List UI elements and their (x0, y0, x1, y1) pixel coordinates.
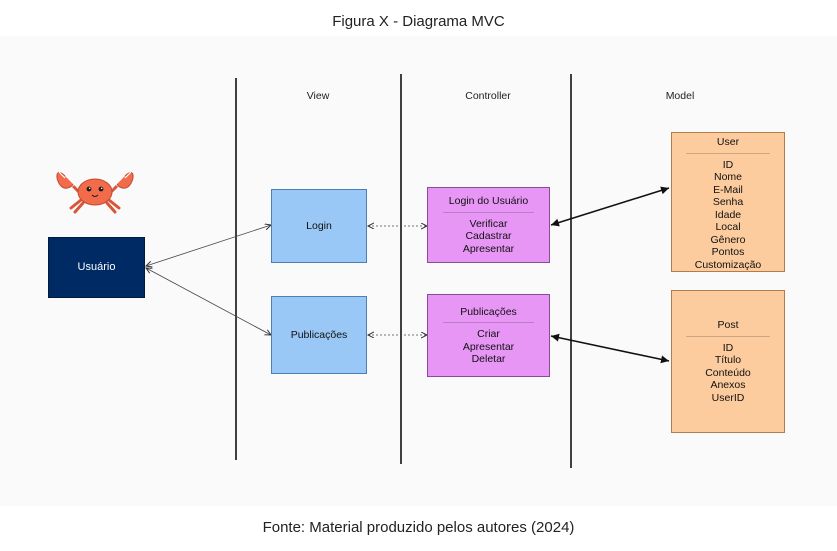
view-box-login: Login (271, 189, 367, 263)
model-post-field: Anexos (710, 379, 746, 391)
view-publications-label: Publicações (290, 328, 348, 341)
model-post-separator (686, 335, 770, 337)
controller-box-publications: Publicações Criar Apresentar Deletar (427, 294, 550, 377)
model-post-field: Título (714, 354, 742, 366)
view-box-publications: Publicações (271, 296, 367, 374)
model-user-field: Local (715, 221, 741, 233)
model-user-field: Pontos (711, 246, 745, 258)
controller-login-separator (443, 211, 534, 213)
model-user-title: User (716, 136, 740, 148)
controller-login-action: Verificar (469, 217, 508, 230)
connector-user-publications (146, 268, 271, 335)
model-user-field: Customização (694, 258, 762, 271)
column-label-model: Model (665, 90, 695, 102)
model-post-field: ID (722, 341, 734, 354)
controller-box-login: Login do Usuário Verificar Cadastrar Apr… (427, 187, 550, 263)
controller-publications-separator (443, 322, 534, 323)
connector-login-user-model (550, 186, 670, 227)
controller-login-actions: Verificar Cadastrar Apresentar (463, 218, 514, 256)
model-user-field: Senha (712, 196, 744, 208)
model-post-field: Conteúdo (705, 366, 751, 379)
view-login-label: Login (306, 219, 332, 232)
model-post-fields: ID Título Conteúdo Anexos UserID (705, 342, 751, 405)
controller-login-action: Cadastrar (465, 230, 512, 242)
actor-usuario-box: Usuário (48, 237, 145, 298)
controller-publications-actions: Criar Apresentar Deletar (463, 328, 514, 366)
model-user-field: Idade (714, 208, 742, 221)
actor-label: Usuário (77, 261, 116, 274)
figure-source: Fonte: Material produzido pelos autores … (262, 519, 575, 536)
controller-publications-action: Apresentar (462, 340, 515, 353)
model-box-user: User ID Nome E-Mail Senha Idade Local Gê… (671, 132, 785, 272)
column-label-view: View (306, 90, 330, 102)
model-user-field: Gênero (710, 233, 746, 246)
controller-publications-action: Deletar (471, 353, 506, 365)
model-user-field: ID (722, 158, 734, 171)
column-label-controller: Controller (465, 90, 511, 102)
model-user-fields: ID Nome E-Mail Senha Idade Local Gênero … (695, 159, 762, 272)
model-post-title: Post (717, 319, 739, 331)
connector-user-login (146, 225, 271, 266)
connector-publications-post-model (550, 333, 670, 364)
model-user-separator (686, 152, 770, 154)
controller-login-action: Apresentar (462, 242, 515, 255)
model-post-field: UserID (711, 391, 745, 404)
controller-publications-title: Publicações (460, 305, 517, 318)
figure-title: Figura X - Diagrama MVC (332, 13, 505, 30)
model-user-field: E-Mail (713, 183, 743, 196)
model-user-field: Nome (713, 171, 742, 183)
controller-publications-action: Criar (477, 328, 500, 340)
controller-login-title: Login do Usuário (448, 195, 529, 207)
model-box-post: Post ID Título Conteúdo Anexos UserID (671, 290, 785, 433)
